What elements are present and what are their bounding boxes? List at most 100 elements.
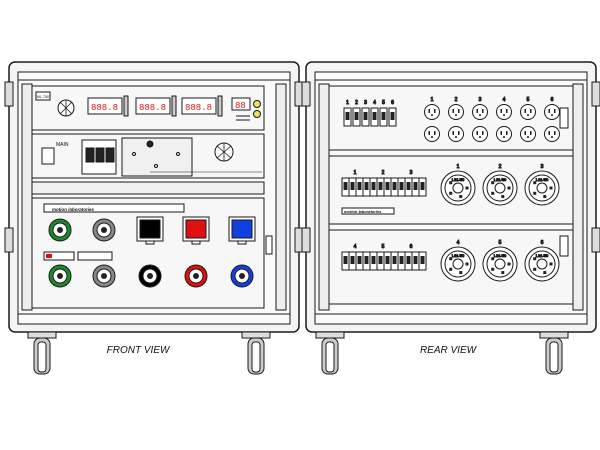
- connector-panel-brand-bar: [43, 203, 185, 213]
- knockout-1: [146, 140, 154, 148]
- rear-top-breaker-6[interactable]: [388, 107, 397, 127]
- front-top-connector-5[interactable]: [228, 216, 256, 245]
- rear-bot-breaker-11[interactable]: [411, 251, 420, 271]
- twistlock-number: 5: [499, 240, 502, 246]
- rear-mid-breaker-1[interactable]: [341, 177, 350, 197]
- rear-bot-breaker-6[interactable]: [376, 251, 385, 271]
- rear-outlet-number: 1: [431, 97, 434, 103]
- rear-duplex-outlet-3[interactable]: [472, 104, 488, 142]
- front-bottom-connector-5[interactable]: [230, 264, 254, 288]
- twistlock-rating: L21-30: [536, 177, 549, 182]
- rear-duplex-outlet-4[interactable]: [496, 104, 512, 142]
- rear-bot-breaker-4[interactable]: [362, 251, 371, 271]
- front-top-connector-2[interactable]: [92, 218, 116, 242]
- front-top-connector-3[interactable]: [136, 216, 164, 245]
- rear-mid-breaker-number: 1: [354, 170, 357, 176]
- knockout-3: [176, 152, 180, 156]
- knockout-4: [154, 164, 158, 168]
- rear-top-breaker-3[interactable]: [361, 107, 370, 127]
- blank-plate: [121, 137, 193, 177]
- rear-brand-text-1: motion laboratories: [344, 209, 382, 214]
- rear-bot-breaker-number: 5: [382, 244, 385, 250]
- rear-mid-breaker-5[interactable]: [369, 177, 378, 197]
- rear-mid-twistlock-3[interactable]: [524, 170, 560, 206]
- indicator-lamp-2: [253, 110, 261, 118]
- rear-top-breaker-4[interactable]: [370, 107, 379, 127]
- rear-top-breaker-number: 4: [373, 100, 376, 106]
- twistlock-rating: L21-30: [494, 253, 507, 258]
- front-latch-left-top: [4, 81, 14, 107]
- front-caster-left: [27, 331, 57, 375]
- twistlock-number: 6: [541, 240, 544, 246]
- front-tag-text: ML-7507: [37, 95, 51, 99]
- rear-mid-breaker-12[interactable]: [418, 177, 427, 197]
- rear-duplex-outlet-2[interactable]: [448, 104, 464, 142]
- rear-duplex-outlet-5[interactable]: [520, 104, 536, 142]
- rear-bot-breaker-2[interactable]: [348, 251, 357, 271]
- rear-outlet-number: 3: [479, 97, 482, 103]
- rear-mid-breaker-3[interactable]: [355, 177, 364, 197]
- warning-label-2: [77, 251, 113, 261]
- rear-mid-twistlock-2[interactable]: [482, 170, 518, 206]
- twistlock-number: 3: [541, 164, 544, 170]
- rear-duplex-outlet-1[interactable]: [424, 104, 440, 142]
- front-bottom-connector-1[interactable]: [48, 264, 72, 288]
- rear-mid-twistlock-1[interactable]: [440, 170, 476, 206]
- rear-outlet-number: 5: [527, 97, 530, 103]
- rear-bot-breaker-1[interactable]: [341, 251, 350, 271]
- twistlock-rating: L21-30: [536, 253, 549, 258]
- twistlock-number: 4: [457, 240, 460, 246]
- rear-mid-breaker-11[interactable]: [411, 177, 420, 197]
- rear-bot-breaker-number: 4: [354, 244, 357, 250]
- rear-mid-breaker-9[interactable]: [397, 177, 406, 197]
- meter-2-readout: 888.8: [139, 103, 166, 113]
- front-top-connector-1[interactable]: [48, 218, 72, 242]
- rear-bot-breaker-8[interactable]: [390, 251, 399, 271]
- rear-top-breaker-5[interactable]: [379, 107, 388, 127]
- rear-bot-breaker-5[interactable]: [369, 251, 378, 271]
- rear-mid-breaker-2[interactable]: [348, 177, 357, 197]
- rear-bot-twistlock-3[interactable]: [524, 246, 560, 282]
- twistlock-rating: L21-30: [494, 177, 507, 182]
- rear-mid-breaker-8[interactable]: [390, 177, 399, 197]
- rear-bot-breaker-3[interactable]: [355, 251, 364, 271]
- knockout-2: [132, 152, 136, 156]
- front-caster-right: [241, 331, 271, 375]
- rear-view-label: REAR VIEW: [420, 345, 478, 356]
- rear-bot-twistlock-1[interactable]: [440, 246, 476, 282]
- front-bottom-connector-4[interactable]: [184, 264, 208, 288]
- rear-bot-twistlock-2[interactable]: [482, 246, 518, 282]
- rear-top-breaker-2[interactable]: [352, 107, 361, 127]
- rear-bot-breaker-12[interactable]: [418, 251, 427, 271]
- rear-mid-breaker-4[interactable]: [362, 177, 371, 197]
- rear-caster-right: [539, 331, 569, 375]
- rear-mid-breaker-7[interactable]: [383, 177, 392, 197]
- twistlock-number: 2: [499, 164, 502, 170]
- meter-2: [135, 95, 177, 117]
- rear-bot-breaker-number: 6: [410, 244, 413, 250]
- rear-mid-breaker-6[interactable]: [376, 177, 385, 197]
- front-top-connector-4[interactable]: [182, 216, 210, 245]
- rear-top-breaker-number: 6: [391, 100, 394, 106]
- small-meter: [231, 97, 251, 111]
- rear-bot-breaker-7[interactable]: [383, 251, 392, 271]
- meter-1-readout: 888.8: [91, 103, 118, 113]
- rear-top-breaker-1[interactable]: [343, 107, 352, 127]
- rear-bot-breaker-9[interactable]: [397, 251, 406, 271]
- blank-rail: [31, 181, 265, 195]
- rear-top-breaker-number: 1: [346, 100, 349, 106]
- front-bottom-connector-3[interactable]: [138, 264, 162, 288]
- rear-bot-breaker-10[interactable]: [404, 251, 413, 271]
- meter-1: [87, 95, 129, 117]
- rear-outlet-number: 4: [503, 97, 506, 103]
- warning-label: [43, 251, 75, 261]
- rear-mid-breaker-number: 2: [382, 170, 385, 176]
- twistlock-number: 1: [457, 164, 460, 170]
- rear-top-breaker-number: 2: [355, 100, 358, 106]
- rear-mid-breaker-10[interactable]: [404, 177, 413, 197]
- rear-outlet-number: 2: [455, 97, 458, 103]
- rear-caster-left: [315, 331, 345, 375]
- front-rack: [4, 61, 304, 375]
- front-bottom-connector-2[interactable]: [92, 264, 116, 288]
